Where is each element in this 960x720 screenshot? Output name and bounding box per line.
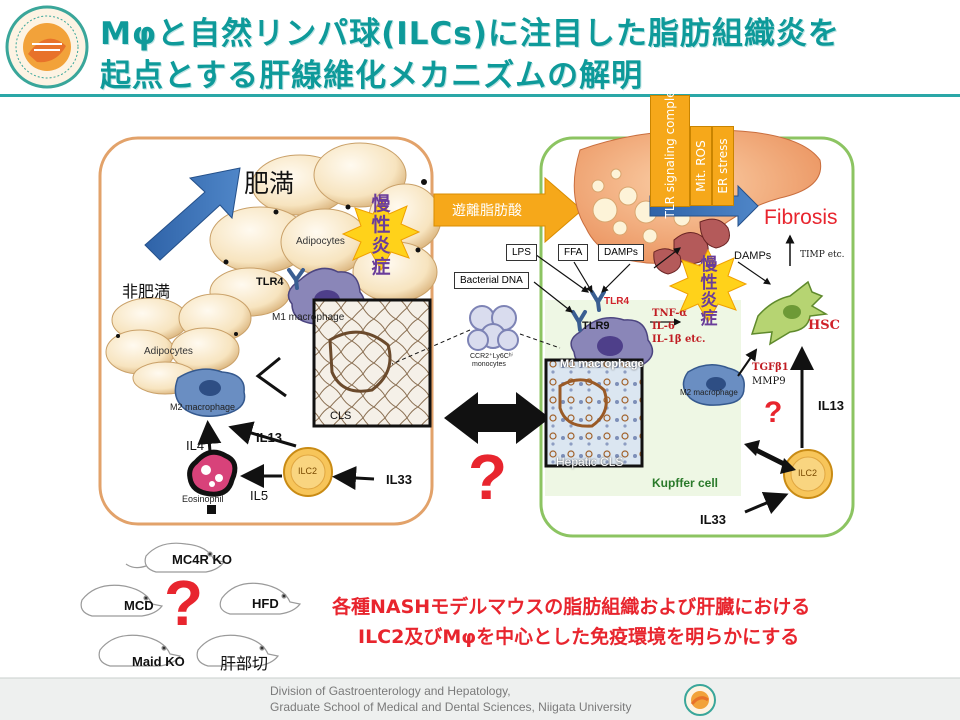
lps-box: LPS: [506, 244, 537, 261]
fibrosis-label: Fibrosis: [764, 206, 838, 229]
middle-question-mark: ?: [468, 441, 508, 513]
eosinophil-label: Eosinophil: [182, 494, 224, 504]
hepatectomy-label: 肝部切: [220, 654, 269, 673]
ilc2-left-label: ILC2: [298, 466, 318, 476]
eosinophil-cell: [187, 449, 238, 497]
hepatic-cls-image: [544, 358, 644, 468]
il4-label: IL4: [186, 438, 205, 453]
ilc2-right-label: ILC2: [798, 468, 818, 478]
il33-right-label: IL33: [700, 512, 727, 527]
ffa-arrow: [433, 176, 583, 244]
il6-label: IL-6: [652, 321, 675, 332]
obesity-arrow: [144, 167, 241, 261]
mc4r-ko-label: MC4R KO: [172, 552, 232, 567]
mouse-hepatectomy: [196, 634, 280, 667]
adipocyte-cluster-top: [209, 142, 442, 317]
maid-ko-label: Maid KO: [132, 654, 185, 669]
conclusion-line1: 各種NASHモデルマウスの脂肪組織および肝臓における: [332, 596, 811, 618]
cls-label: CLS: [330, 410, 352, 422]
footer-line1: Division of Gastroenterology and Hepatol…: [270, 684, 511, 698]
mouse-mc4r: [125, 542, 226, 573]
il13-left-label: IL13: [256, 430, 283, 445]
bacterial-dna-box: Bacterial DNA: [454, 272, 529, 289]
models-question-mark: ?: [164, 567, 204, 639]
tlr4-receptor-left: [287, 268, 305, 290]
monocytes-label-line2: monocytes: [472, 361, 506, 368]
mouse-maid: [98, 634, 182, 667]
mmp9-label: MMP9: [752, 376, 786, 387]
m1-macrophage-left-label: M1 macrophage: [272, 312, 345, 323]
il13-right-label: IL13: [818, 398, 845, 413]
monocytes-label-line1: CCR2⁺Ly6Cʰⁱ: [470, 353, 513, 360]
il1b-label: IL-1β etc.: [652, 334, 706, 345]
hsc-label: HSC: [808, 318, 841, 333]
footer-line2: Graduate School of Medical and Dental Sc…: [270, 700, 632, 714]
inflammation-star-right: [668, 248, 748, 324]
timp-label: TIMP etc.: [800, 250, 845, 260]
header-divider: [0, 94, 960, 97]
mit-ros-label: Mit. ROS: [690, 126, 712, 206]
tlr9-label: TLR9: [582, 320, 610, 332]
tlr4-receptor-right: [590, 290, 606, 312]
footer-bar: [0, 678, 960, 720]
tnf-label: TNF-α: [652, 308, 688, 319]
inflammation-star-left: [341, 196, 421, 272]
chronic-inflammation-right: 慢 性 炎 症: [700, 255, 718, 329]
m2-macrophage-right-label: M2 macrophage: [680, 388, 738, 397]
damps-box: DAMPs: [598, 244, 644, 261]
hfd-label: HFD: [252, 596, 279, 611]
adipocytes-bottom-label: Adipocytes: [144, 346, 193, 357]
page-title-line1: Mφと自然リンパ球(ILCs)に注目した脂肪組織炎を: [100, 16, 840, 52]
page-title-line2: 起点とする肝線維化メカニズムの解明: [100, 58, 644, 94]
footer-logo: [684, 684, 716, 716]
tgfb-label: TGFβ1: [752, 362, 789, 373]
er-stress-label: ER stress: [712, 126, 734, 206]
il5-label: IL5: [250, 488, 269, 503]
adipocyte-cluster-bottom: [105, 293, 252, 395]
monocytes-icon: [467, 305, 519, 351]
adipocytes-top-label: Adipocytes: [296, 236, 345, 247]
ffa-arrow-label: 遊離脂肪酸: [452, 203, 522, 219]
chronic-inflammation-left: 慢 性 炎 症: [371, 193, 391, 278]
kupffer-cell-label: Kupffer cell: [652, 476, 719, 490]
m1-macrophage-right-label: M1 macrophage: [560, 358, 644, 370]
tlr9-receptor-right: [571, 310, 587, 332]
tlr4-right-label: TLR4: [604, 296, 629, 307]
double-arrow: [444, 392, 550, 444]
m2-macrophage-left-label: M2 macrophage: [170, 402, 236, 412]
non-obesity-label: 非肥満: [122, 282, 171, 301]
tlr4-left-label: TLR4: [256, 276, 284, 288]
obesity-label: 肥満: [244, 169, 295, 198]
il33-left-label: IL33: [386, 472, 413, 487]
hepatic-cls-label: Hepatic CLS: [556, 455, 624, 469]
cls-image: [312, 298, 432, 428]
mcd-label: MCD: [124, 598, 154, 613]
mouse-hfd: [219, 582, 302, 615]
tlr-complex-label: TLR signaling complex: [650, 84, 690, 218]
university-logo: [5, 5, 89, 89]
right-question-mark: ?: [764, 396, 783, 429]
ffa-box: FFA: [558, 244, 589, 261]
mouse-mcd: [80, 584, 164, 617]
conclusion-line2: ILC2及びMφを中心とした免疫環境を明らかにする: [358, 626, 800, 648]
damps-label: DAMPs: [734, 250, 772, 262]
